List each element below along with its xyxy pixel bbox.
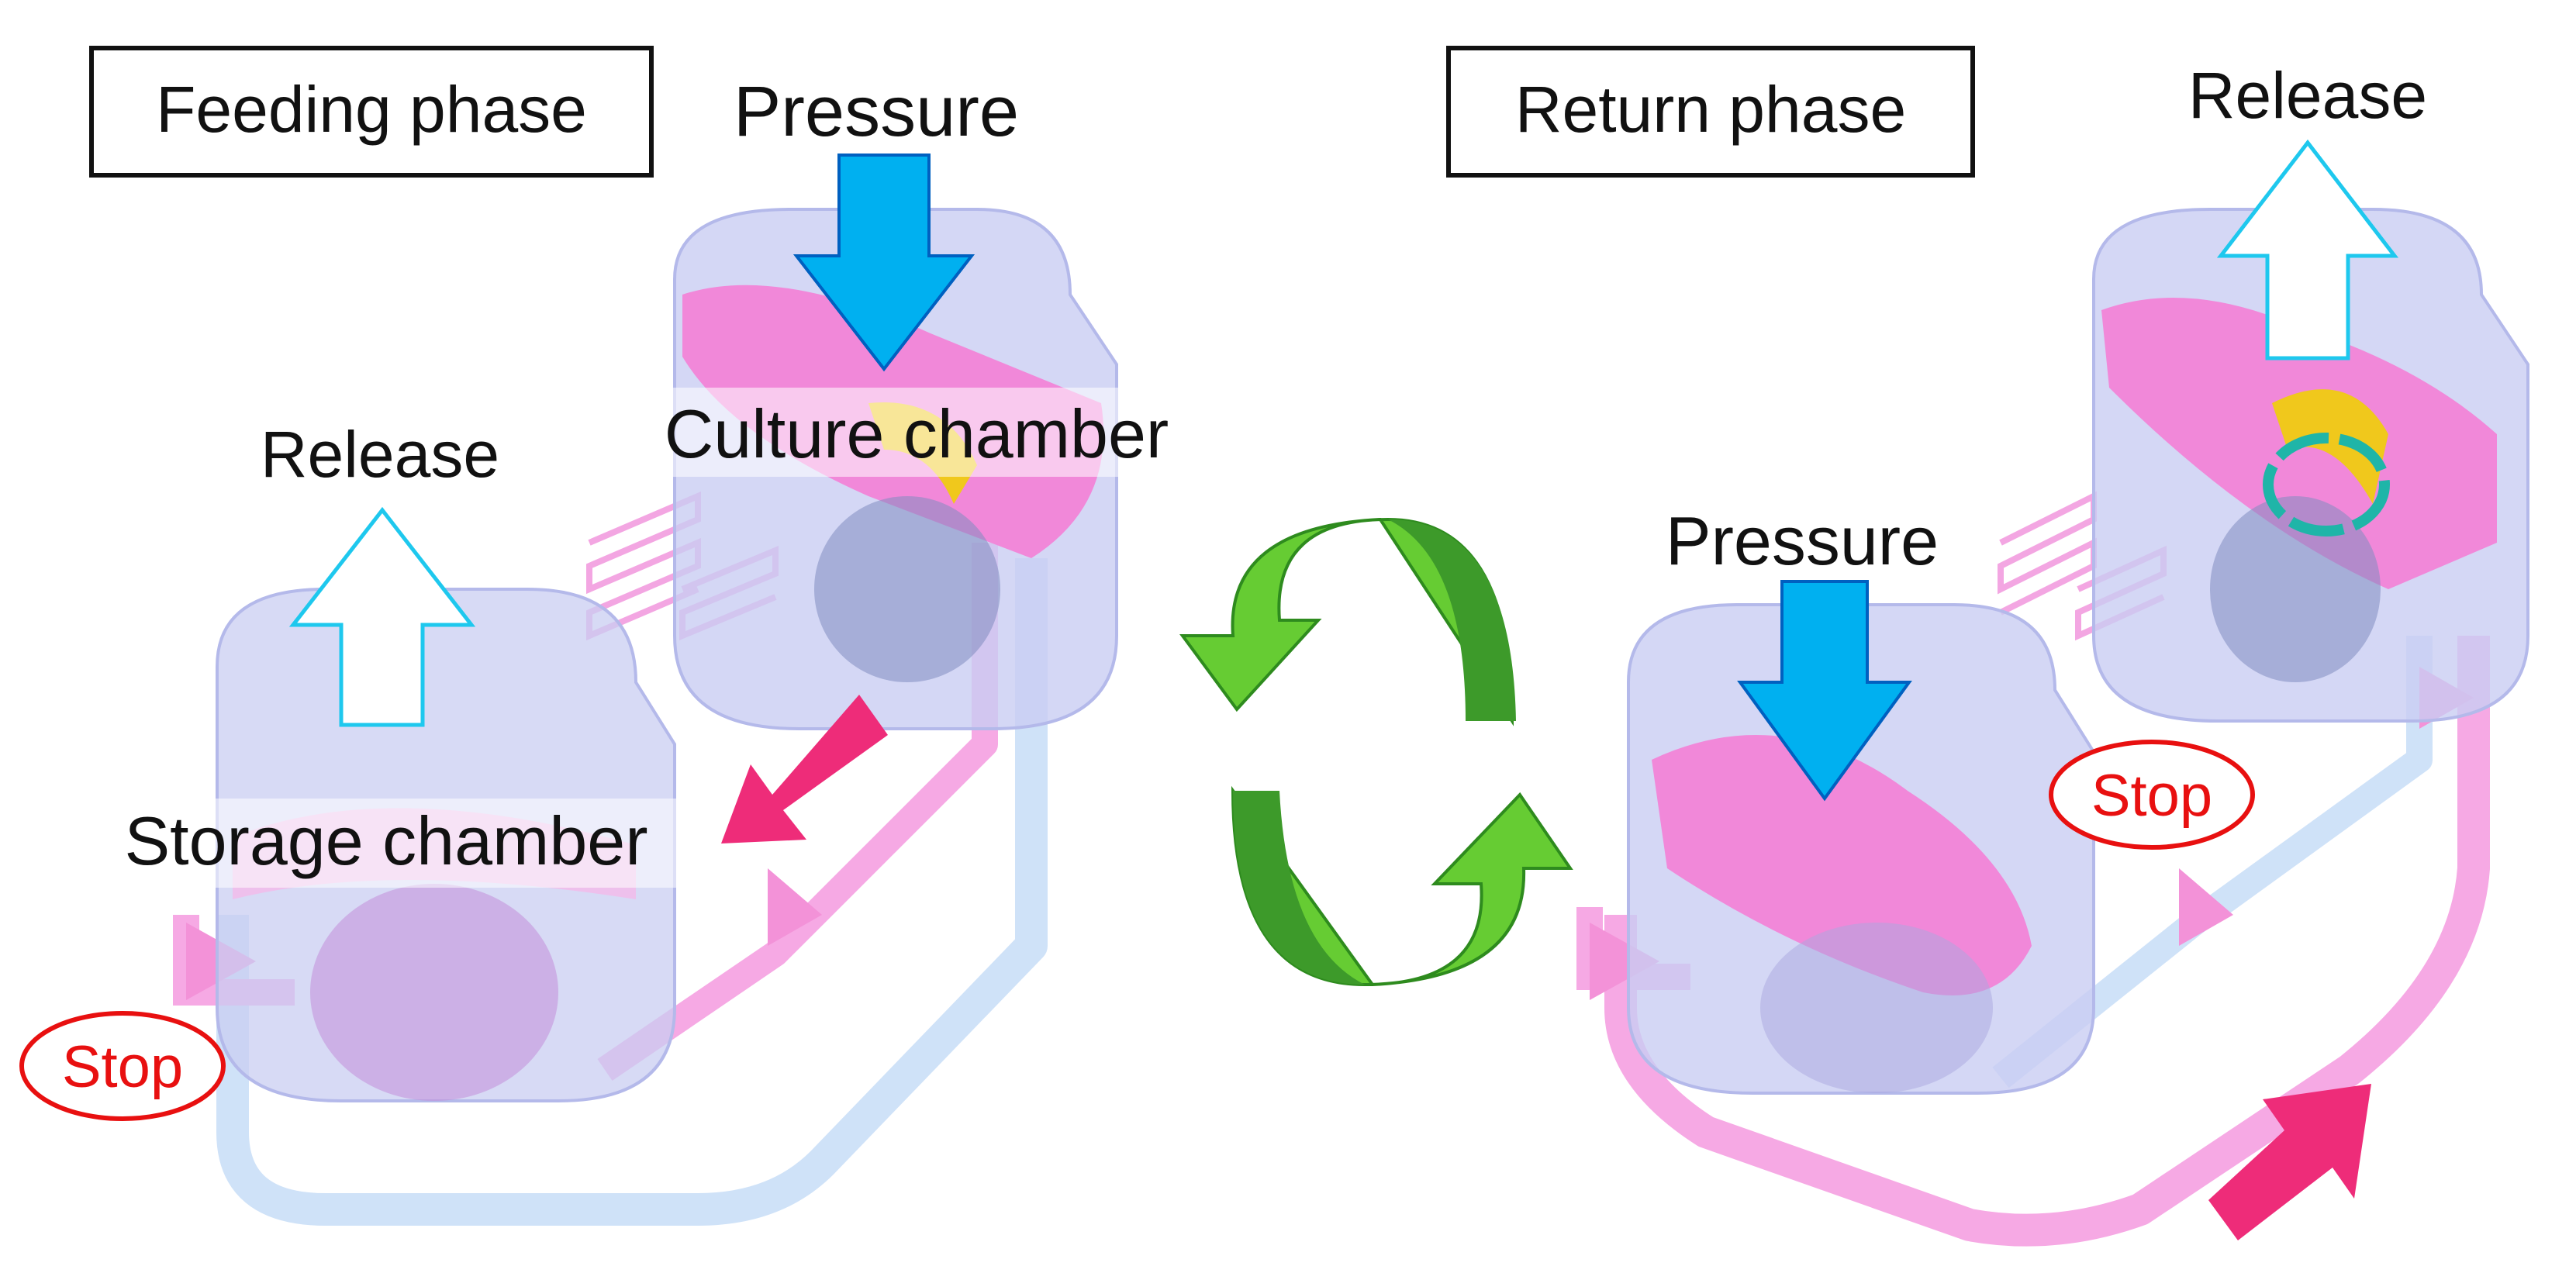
cycle-arrow-bottom-band <box>1233 791 1365 985</box>
feeding-pressure-label: Pressure <box>734 72 1019 151</box>
return-phase-device <box>1576 208 2529 1247</box>
return-scaffold <box>2272 389 2388 504</box>
return-valve-left <box>1590 923 1659 1000</box>
return-pressure-label: Pressure <box>1666 502 1939 579</box>
culture-chamber-label: Culture chamber <box>665 395 1169 472</box>
feeding-phase-title-box: Feeding phase <box>89 46 654 178</box>
return-outer-channel <box>1604 636 2490 1247</box>
feeding-stop-badge: Stop <box>19 1011 226 1121</box>
return-release-label: Release <box>2188 59 2427 132</box>
outer-channel <box>216 558 1048 1226</box>
feeding-phase-device <box>173 208 1118 1226</box>
culture-label-backdrop <box>636 388 1194 477</box>
valve-mid <box>768 868 822 946</box>
return-storage-chamber <box>1627 603 2095 1095</box>
return-ring <box>2263 433 2390 536</box>
feeding-release-label: Release <box>261 418 499 491</box>
cycle-arrows-icon <box>1179 517 1573 987</box>
return-phase-title-box: Return phase <box>1446 46 1975 178</box>
return-pressure-arrow-icon <box>1737 580 1912 802</box>
feeding-phase-title: Feeding phase <box>156 73 587 146</box>
return-phase-title: Return phase <box>1515 73 1906 146</box>
return-culture-chamber <box>2092 208 2529 723</box>
return-valve-mid <box>2179 868 2233 946</box>
feeding-release-arrow-icon <box>288 506 476 727</box>
cycle-arrow-top-band <box>1388 519 1516 721</box>
return-flow-arrow-icon <box>2208 1084 2371 1240</box>
feeding-stop-label: Stop <box>62 1034 183 1100</box>
return-stop-label: Stop <box>2091 763 2212 829</box>
return-stop-badge: Stop <box>2049 740 2255 850</box>
storage-label-backdrop <box>93 799 682 888</box>
feeding-pressure-arrow-icon <box>792 154 975 372</box>
return-release-arrow-icon <box>2216 139 2399 361</box>
storage-chamber-label: Storage chamber <box>124 802 647 879</box>
feeding-flow-arrow-icon <box>721 695 888 843</box>
